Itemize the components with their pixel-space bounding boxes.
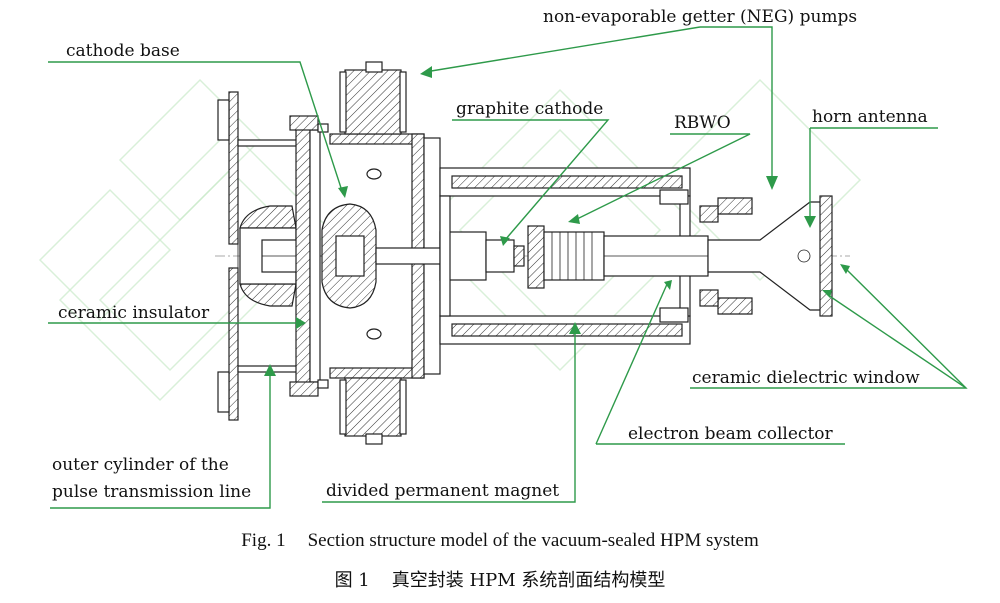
caption-zh-number: 图 1 xyxy=(334,570,370,591)
label-outer-cylinder-line1: outer cylinder of the xyxy=(52,455,229,475)
label-graphite-cathode: graphite cathode xyxy=(456,99,603,119)
horn-antenna xyxy=(699,195,833,317)
leader-lines xyxy=(48,26,968,509)
rbwo-structure xyxy=(527,225,709,289)
inner-conductor-head xyxy=(239,205,330,307)
neg-pump-bottom xyxy=(339,377,407,445)
label-ceramic-dielectric-window: ceramic dielectric window xyxy=(692,368,920,388)
label-outer-cylinder-line2: pulse transmission line xyxy=(52,482,251,502)
caption-zh-text: 真空封装 HPM 系统剖面结构模型 xyxy=(391,570,666,591)
caption-en-number: Fig. 1 xyxy=(241,530,286,551)
caption-english: Fig. 1 Section structure model of the vac… xyxy=(0,530,1000,552)
caption-chinese: 图 1 真空封装 HPM 系统剖面结构模型 xyxy=(0,566,1000,592)
neg-pump-top xyxy=(339,61,407,135)
label-neg-pumps: non-evaporable getter (NEG) pumps xyxy=(543,7,857,27)
label-electron-beam-collector: electron beam collector xyxy=(628,424,834,444)
cathode-base-body xyxy=(321,203,377,309)
label-rbwo: RBWO xyxy=(674,113,731,133)
label-cathode-base: cathode base xyxy=(66,41,180,61)
background-watermark xyxy=(38,78,862,402)
label-ceramic-insulator: ceramic insulator xyxy=(58,303,210,323)
label-horn-antenna: horn antenna xyxy=(812,107,928,127)
hpm-section-diagram: non-evaporable getter (NEG) pumps cathod… xyxy=(38,7,968,509)
magnet-housing xyxy=(439,167,691,345)
caption-en-text: Section structure model of the vacuum-se… xyxy=(307,530,759,551)
label-divided-permanent-magnet: divided permanent magnet xyxy=(326,481,559,501)
